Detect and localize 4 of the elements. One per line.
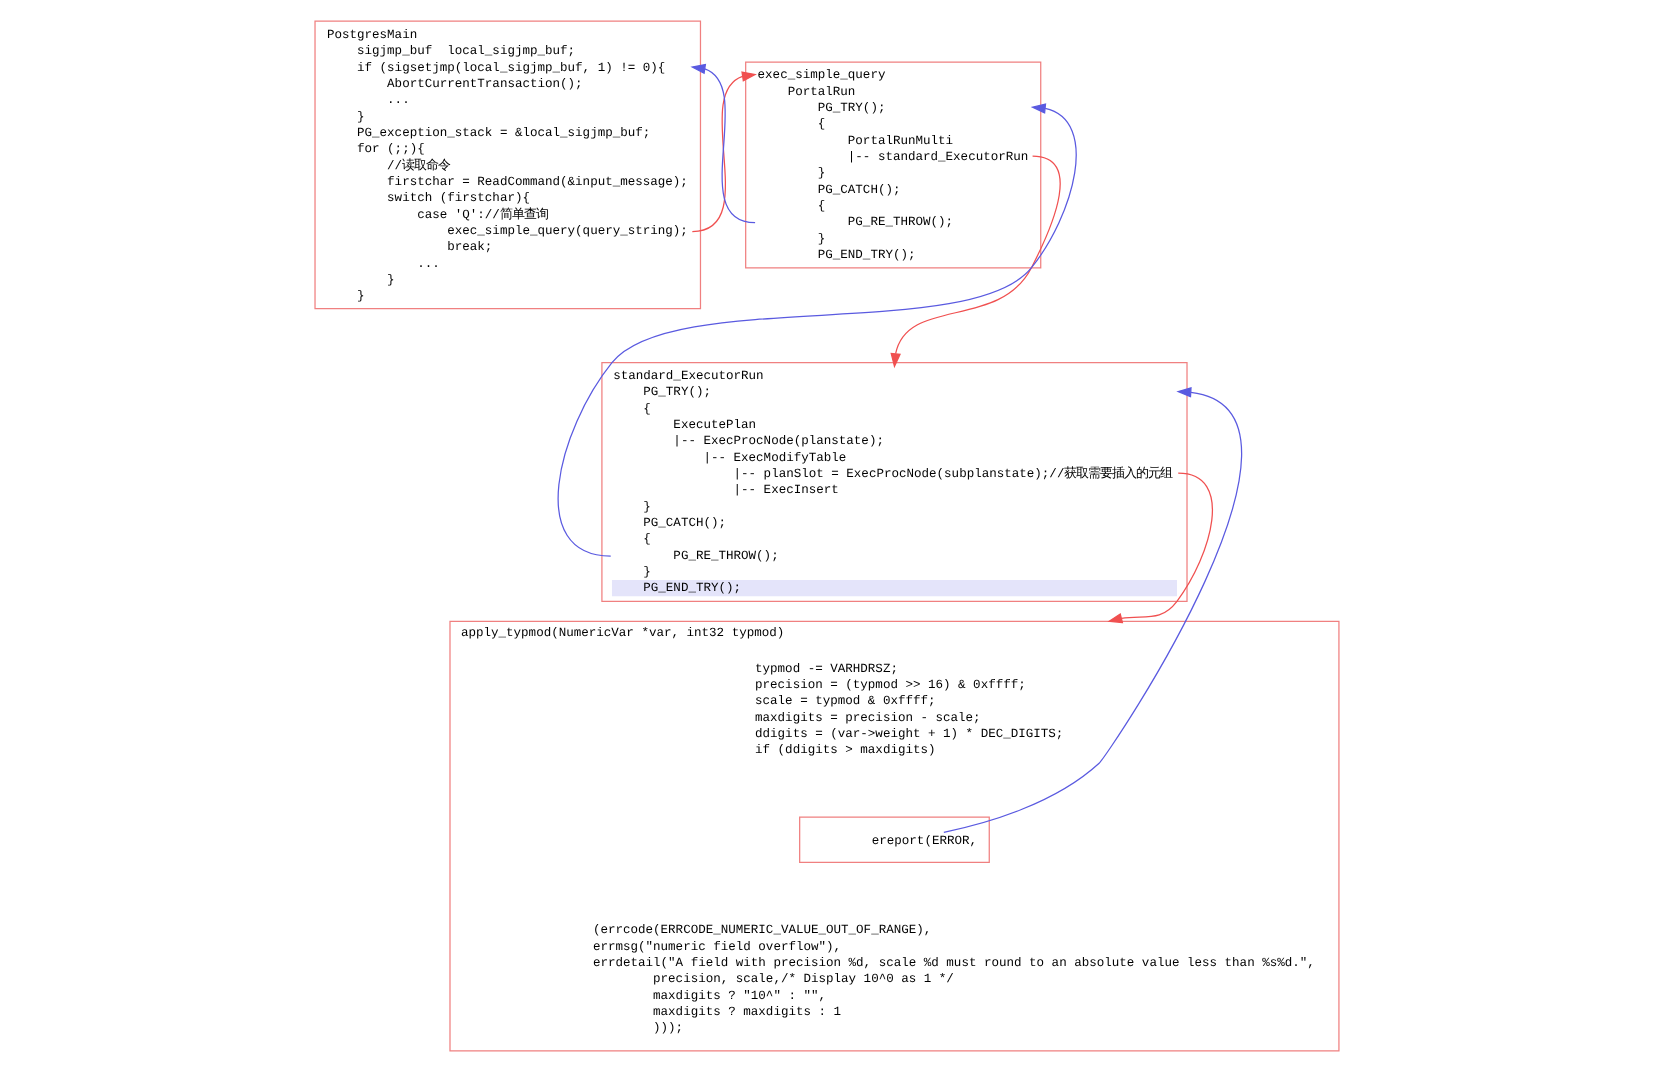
arrow xyxy=(1106,472,1212,624)
arrow xyxy=(889,155,1060,369)
arrow xyxy=(942,387,1242,833)
arrow xyxy=(556,103,1076,557)
